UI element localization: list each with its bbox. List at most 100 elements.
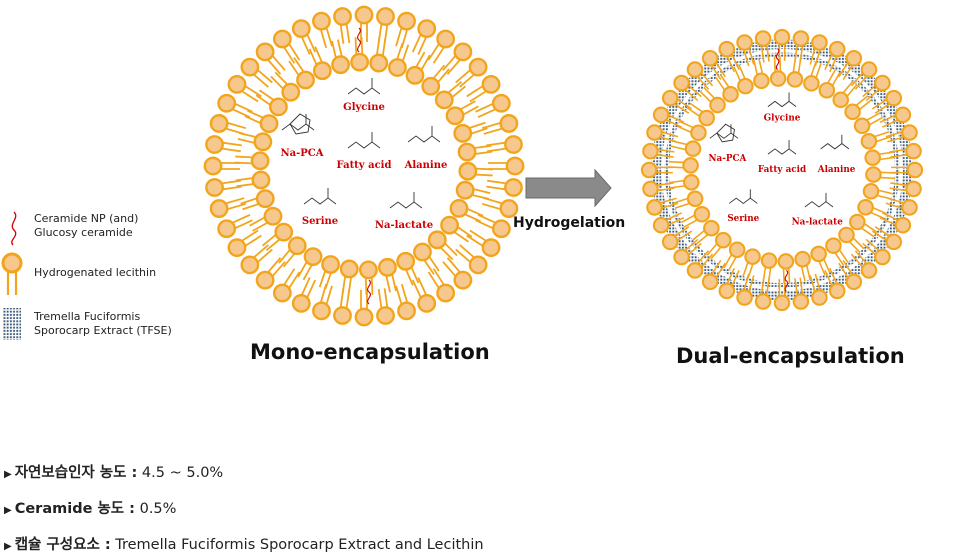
lecithin-head — [217, 93, 237, 113]
lecithin-tail — [432, 268, 445, 286]
lecithin-tail — [753, 59, 758, 75]
lecithin-tail — [415, 51, 426, 68]
lecithin-head — [857, 199, 874, 216]
lecithin-tail — [850, 253, 864, 268]
lecithin-tail — [765, 44, 770, 62]
lecithin-legend-icon — [1, 252, 23, 295]
lecithin-tail — [767, 267, 772, 283]
lecithin-head — [874, 74, 891, 92]
lecithin-tail — [240, 197, 258, 205]
lecithin-tail — [814, 273, 821, 291]
lecithin-head — [440, 215, 459, 235]
lecithin-tail — [282, 253, 296, 268]
lecithin-tail — [865, 88, 880, 102]
lecithin-head — [354, 307, 374, 327]
lecithin-tail — [842, 259, 853, 275]
molecule-label: Fatty acid — [337, 160, 392, 171]
lecithin-head — [661, 233, 679, 251]
lecithin-tail — [440, 246, 454, 261]
lecithin-head — [287, 236, 307, 256]
lecithin-head — [701, 49, 719, 67]
lecithin-tail — [301, 36, 311, 55]
lecithin-tail — [666, 119, 682, 128]
lecithin-tail — [677, 230, 693, 241]
lecithin-tail — [810, 61, 817, 77]
lecithin-tail — [336, 39, 343, 57]
lecithin-tail — [656, 182, 674, 187]
lecithin-tail — [668, 160, 684, 164]
lecithin-head — [754, 30, 772, 47]
lecithin-tail — [347, 277, 352, 295]
lecithin-tail — [446, 59, 461, 75]
lecithin-tail — [234, 161, 253, 165]
note-capsule-components: ▶캡슐 구성요소 : Tremella Fuciformis Sporocarp… — [4, 537, 484, 553]
lecithin-tail — [748, 275, 755, 292]
lecithin-head — [754, 293, 772, 310]
molecule-structure — [389, 201, 423, 209]
lecithin-tail — [683, 219, 698, 228]
molecule-label: Alanine — [817, 165, 856, 175]
lecithin-tail — [360, 36, 364, 55]
lecithin-head — [825, 237, 842, 254]
lecithin-head — [673, 74, 690, 92]
lecithin-tail — [481, 202, 501, 211]
lecithin-head — [736, 34, 753, 51]
lecithin-tail — [377, 289, 383, 309]
lecithin-tail — [486, 141, 506, 147]
lecithin-head — [862, 183, 880, 200]
lecithin-tail — [869, 116, 884, 126]
lecithin-tail — [852, 237, 865, 250]
lecithin-tail — [444, 242, 458, 257]
lecithin-tail — [318, 270, 327, 288]
lecithin-head — [728, 241, 746, 259]
lecithin-head — [312, 11, 331, 31]
lecithin-tail — [221, 147, 241, 153]
lecithin-tail — [885, 202, 903, 209]
lecithin-tail — [726, 267, 735, 284]
lecithin-head — [845, 273, 863, 291]
lecithin-tail — [221, 179, 241, 185]
lecithin-tail — [293, 57, 305, 73]
lecithin-head — [255, 270, 275, 290]
lecithin-head — [646, 199, 663, 216]
lecithin-tail — [809, 275, 816, 292]
lecithin-head — [744, 248, 761, 265]
lecithin-tail — [889, 148, 907, 153]
lecithin-head — [397, 301, 416, 321]
lecithin-head — [453, 123, 473, 143]
lecithin-head — [259, 114, 279, 134]
lecithin-head — [312, 61, 332, 81]
lecithin-head — [828, 40, 846, 58]
lecithin-head — [209, 114, 229, 133]
lecithin-head — [291, 293, 311, 313]
lecithin-tail — [874, 226, 890, 237]
dual-caption: Dual-encapsulation — [676, 344, 905, 368]
lecithin-tail — [890, 182, 908, 187]
lecithin-tail — [265, 238, 281, 252]
lecithin-tail — [453, 231, 469, 243]
lecithin-head — [312, 301, 331, 321]
lecithin-tail — [401, 44, 410, 62]
lecithin-tail — [232, 213, 251, 224]
lecithin-tail — [391, 274, 397, 292]
lecithin-head — [240, 57, 260, 77]
lecithin-tail — [255, 94, 271, 106]
lecithin-tail — [731, 54, 740, 70]
lecithin-head — [698, 109, 715, 127]
lecithin-tail — [267, 59, 282, 75]
lecithin-tail — [222, 141, 242, 147]
lecithin-tail — [475, 103, 494, 113]
lecithin-tail — [670, 145, 686, 151]
lecithin-head — [253, 132, 273, 152]
molecule-label: Alanine — [404, 160, 448, 171]
lecithin-tail — [711, 65, 722, 81]
lecithin-tail — [244, 85, 262, 98]
lecithin-tail — [459, 73, 475, 88]
lecithin-tail — [866, 112, 881, 121]
lecithin-tail — [486, 185, 506, 191]
lecithin-head — [690, 124, 707, 141]
lecithin-tail — [882, 119, 898, 128]
lecithin-head — [350, 52, 369, 72]
lecithin-tail — [748, 48, 755, 65]
lecithin-tail — [733, 66, 741, 82]
